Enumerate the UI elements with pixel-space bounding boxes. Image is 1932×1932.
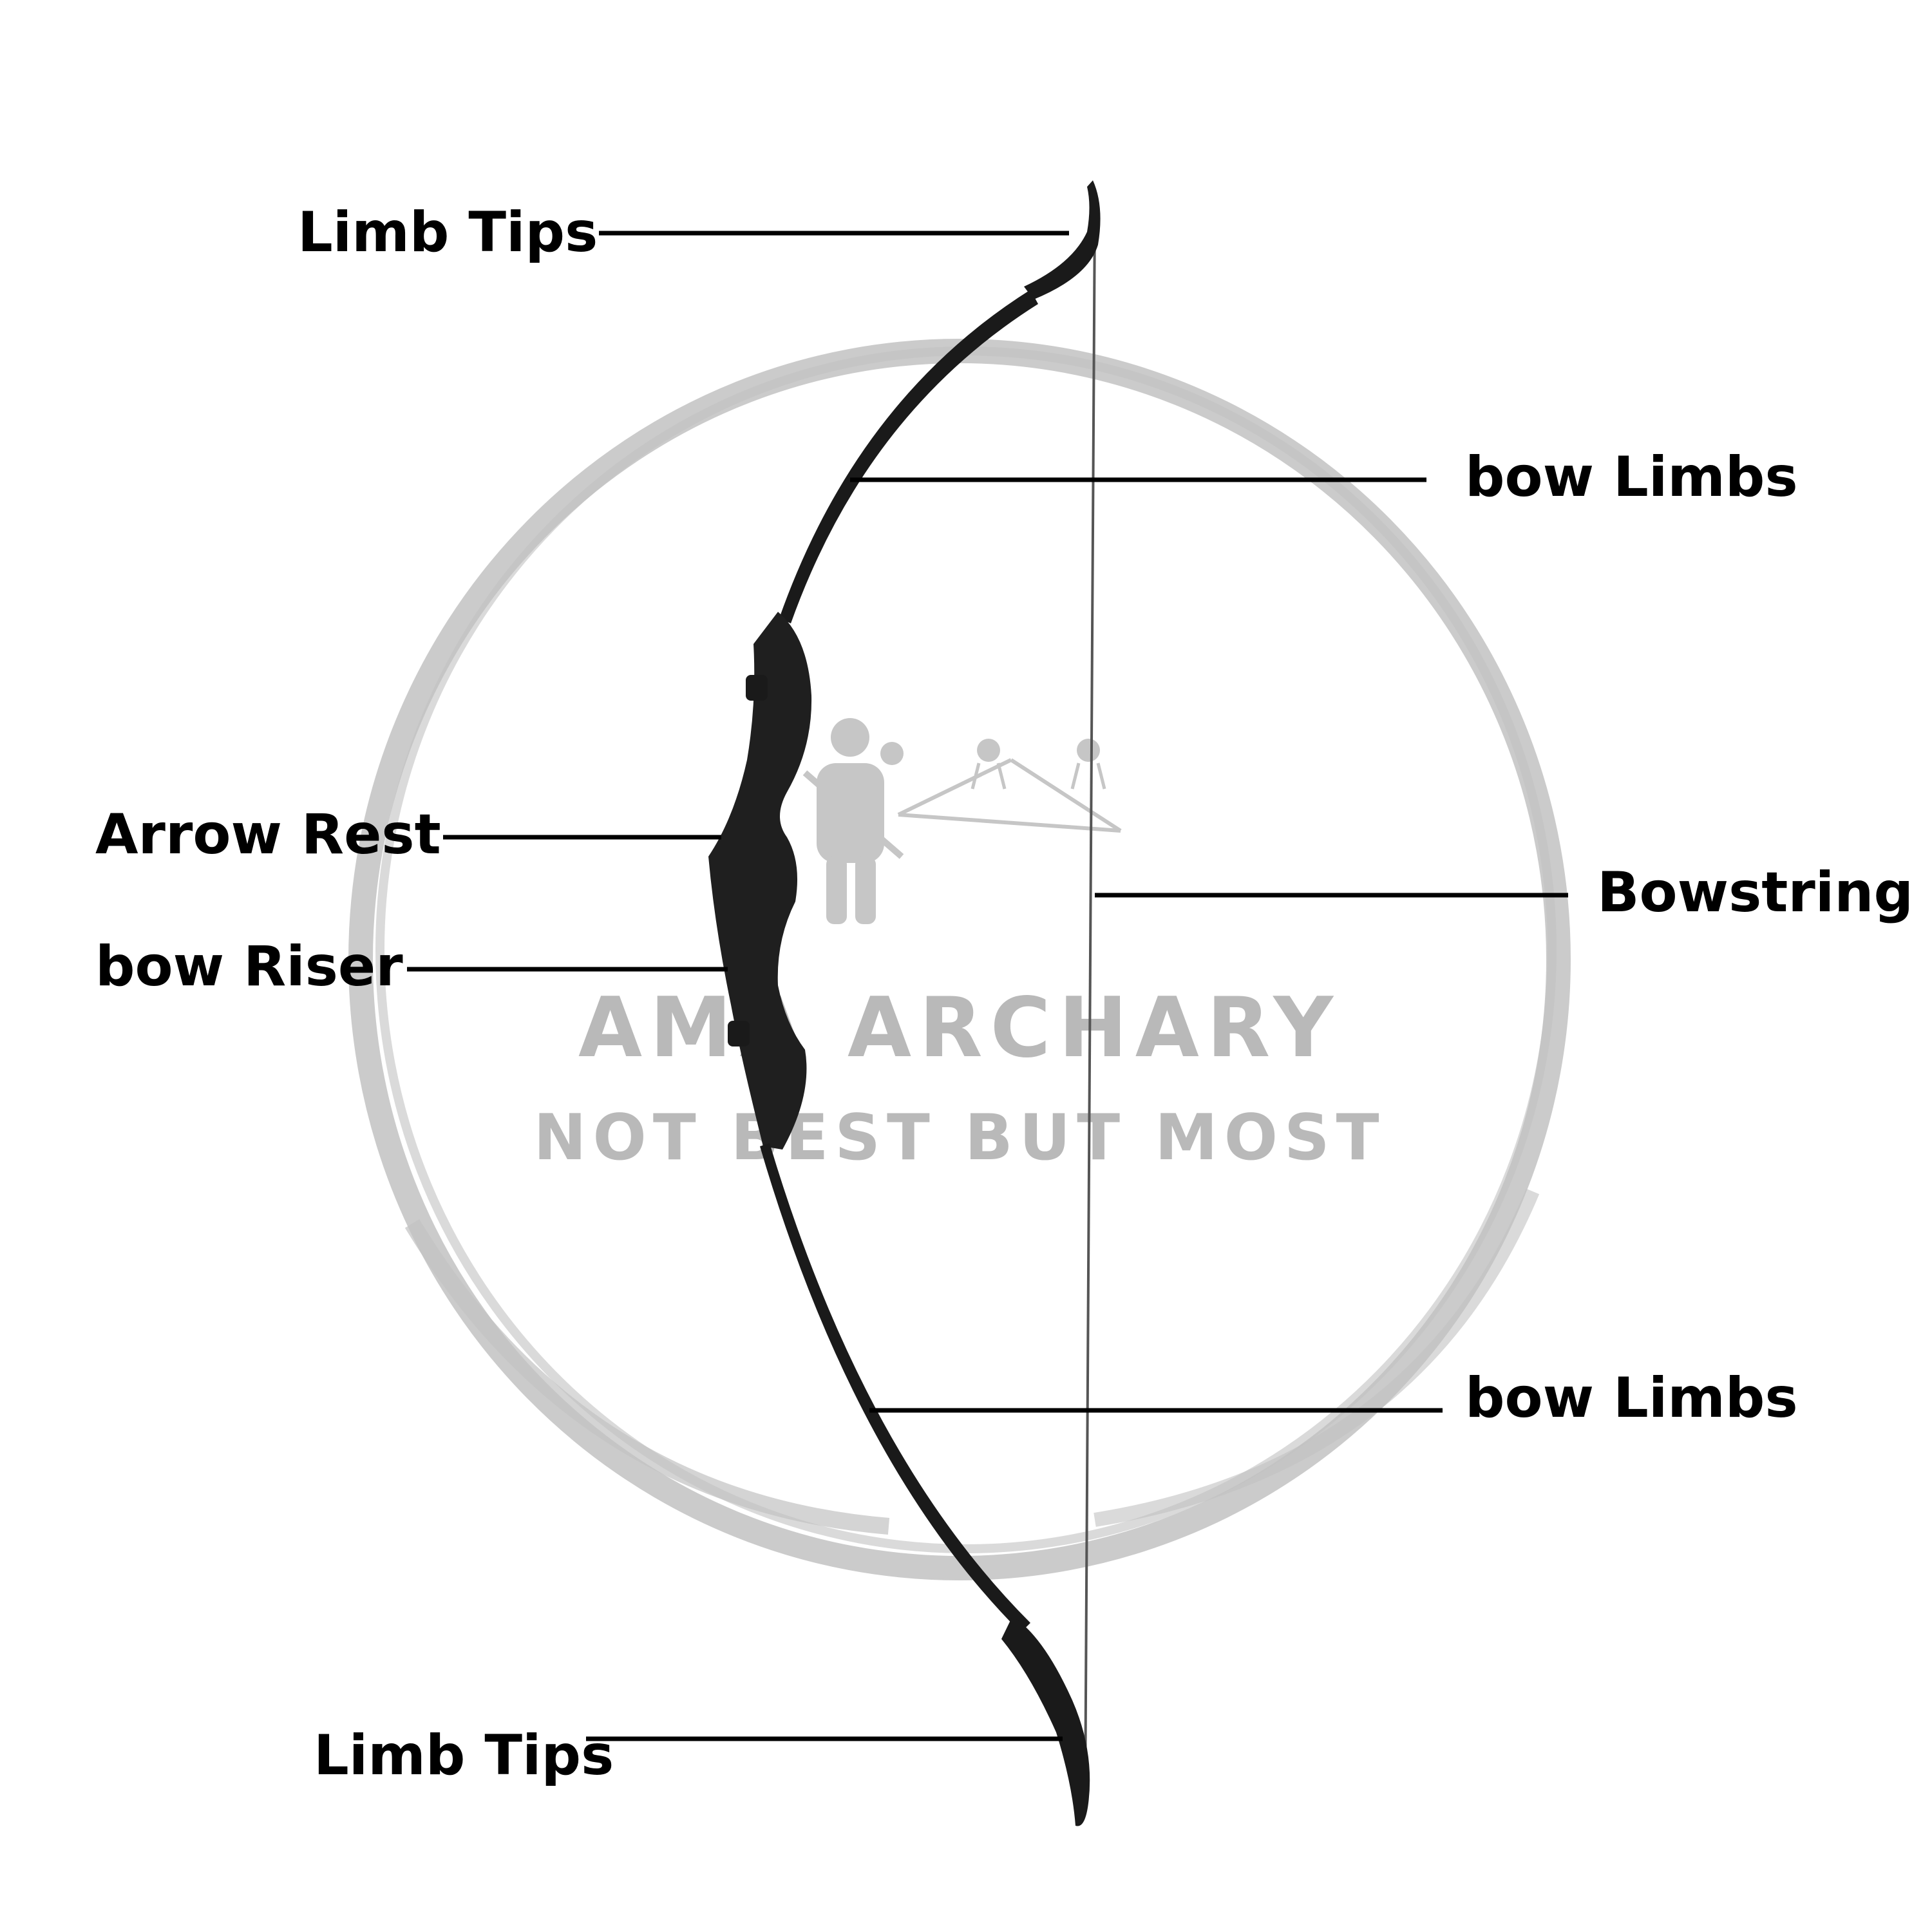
archer-icon <box>802 718 1122 924</box>
label-limb-tips-top: Limb Tips <box>298 200 598 265</box>
leader-lines <box>407 231 1568 1741</box>
label-bow-limbs-upper: bow Limbs <box>1465 445 1798 509</box>
bow-riser <box>708 612 812 1150</box>
riser-knob-upper <box>746 675 768 701</box>
upper-limb-tip <box>1024 180 1101 299</box>
label-limb-tips-bottom: Limb Tips <box>314 1723 614 1788</box>
label-arrow-rest: Arrow Rest <box>95 802 441 867</box>
label-bow-riser: bow Riser <box>95 934 403 999</box>
watermark-logo: AMA ARCHARY NOT BEST BUT MOST <box>348 339 1571 1580</box>
part-labels: Limb Tips bow Limbs Arrow Rest Bowstring… <box>95 200 1913 1788</box>
watermark-title: AMA ARCHARY <box>578 980 1341 1076</box>
lower-limb-tip <box>1001 1616 1090 1826</box>
upper-limb <box>779 290 1038 623</box>
label-bowstring: Bowstring <box>1597 860 1913 925</box>
watermark-tagline: NOT BEST BUT MOST <box>534 1101 1386 1175</box>
label-bow-limbs-lower: bow Limbs <box>1465 1366 1798 1430</box>
watermark-ring <box>348 339 1571 1580</box>
riser-knob-lower <box>728 1021 750 1046</box>
